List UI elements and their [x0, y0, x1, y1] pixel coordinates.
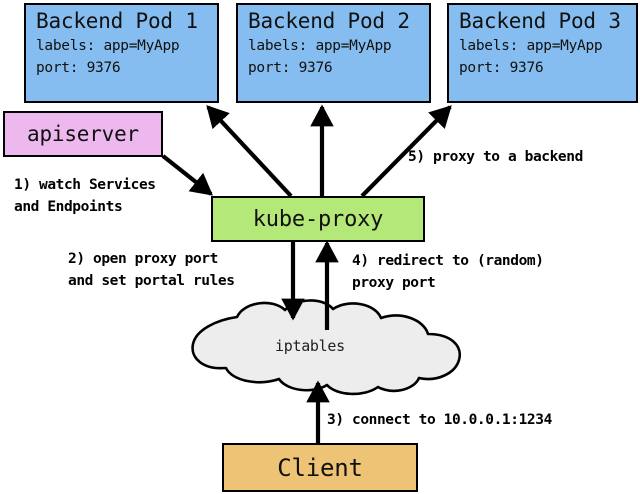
- backend-pod-1-box: Backend Pod 1 labels: app=MyApp port: 93…: [24, 3, 219, 103]
- step-2-label: 2) open proxy port and set portal rules: [68, 248, 235, 292]
- step-5-label: 5) proxy to a backend: [408, 146, 583, 168]
- apiserver-label: apiserver: [27, 122, 139, 146]
- backend-pod-1-labels: labels: app=MyApp: [36, 38, 180, 54]
- iptables-label: iptables: [275, 337, 345, 355]
- client-label: Client: [277, 453, 363, 482]
- backend-pod-3-labels: labels: app=MyApp: [459, 38, 603, 54]
- backend-pod-1-title: Backend Pod 1: [36, 9, 198, 33]
- step-1-line-2: and Endpoints: [14, 199, 123, 215]
- backend-pod-3-title: Backend Pod 3: [459, 9, 621, 33]
- arrow-kubeproxy-to-pod3: [360, 105, 452, 198]
- step-4-label: 4) redirect to (random) proxy port: [352, 250, 544, 294]
- step-2-line-2: and set portal rules: [68, 273, 235, 289]
- step-5-line-1: 5) proxy to a backend: [408, 149, 583, 165]
- step-4-line-2: proxy port: [352, 275, 436, 291]
- step-1-line-1: 1) watch Services: [14, 177, 156, 193]
- backend-pod-2-box: Backend Pod 2 labels: app=MyApp port: 93…: [236, 3, 431, 103]
- arrow-kubeproxy-to-pod1: [206, 105, 293, 198]
- backend-pod-3-port: port: 9376: [459, 60, 544, 76]
- apiserver-box: apiserver: [3, 111, 163, 157]
- arrow-apiserver-to-kubeproxy: [161, 154, 213, 196]
- backend-pod-3-box: Backend Pod 3 labels: app=MyApp port: 93…: [447, 3, 638, 103]
- step-3-line-1: 3) connect to 10.0.0.1:1234: [327, 412, 552, 428]
- client-box: Client: [222, 443, 418, 492]
- kube-proxy-box: kube-proxy: [211, 196, 425, 242]
- kube-proxy-label: kube-proxy: [252, 206, 384, 232]
- step-2-line-1: 2) open proxy port: [68, 251, 218, 267]
- backend-pod-2-title: Backend Pod 2: [248, 9, 410, 33]
- backend-pod-2-port: port: 9376: [248, 60, 333, 76]
- step-4-line-1: 4) redirect to (random): [352, 253, 544, 269]
- backend-pod-1-port: port: 9376: [36, 60, 121, 76]
- step-3-label: 3) connect to 10.0.0.1:1234: [327, 409, 552, 431]
- step-1-label: 1) watch Services and Endpoints: [14, 174, 156, 218]
- iptables-cloud-shape: [191, 299, 462, 396]
- backend-pod-2-labels: labels: app=MyApp: [248, 38, 392, 54]
